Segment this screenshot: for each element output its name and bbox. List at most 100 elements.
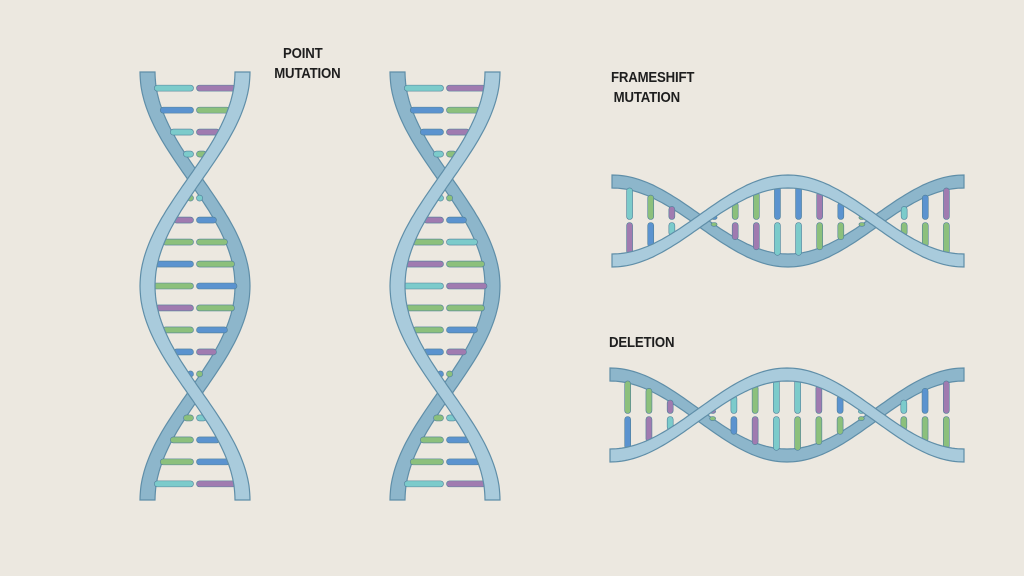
base-pair-right (196, 480, 236, 488)
base-pair-top (666, 399, 674, 414)
base-pair-right (196, 282, 238, 290)
base-pair-bottom (709, 416, 716, 421)
base-pair-right (446, 326, 478, 334)
base-pair-top (668, 206, 676, 220)
base-pair-right (446, 304, 485, 312)
base-pair-left (412, 238, 444, 246)
base-pair-top (645, 387, 653, 414)
base-pair-right (446, 458, 481, 466)
base-pair-top (943, 187, 950, 220)
base-pair-right (196, 238, 228, 246)
base-pair-top (647, 194, 655, 220)
base-pair-left (402, 282, 444, 290)
frameshift-mutation-label-line-1: FRAMESHIFT (611, 69, 695, 86)
base-pair-left (433, 414, 444, 422)
frameshift-mutation-label: FRAMESHIFT MUTATION (611, 68, 694, 108)
base-pair-left (405, 304, 444, 312)
base-pair-right (446, 238, 478, 246)
base-pair-left (420, 436, 444, 444)
base-pair-left (409, 106, 444, 114)
base-pair-right (196, 194, 203, 202)
base-pair-top (773, 379, 780, 414)
base-pair-bottom (795, 222, 802, 256)
base-pair-right (196, 348, 217, 356)
dna-helix-deletion (609, 367, 965, 463)
base-pair-right (196, 458, 231, 466)
base-pair-bottom (837, 222, 845, 241)
base-pair-top (816, 191, 823, 220)
base-pair-right (446, 480, 486, 488)
base-pair-right (196, 84, 236, 92)
base-pair-top (753, 191, 760, 220)
base-pair-bottom (942, 416, 950, 450)
backbone-strand-front (609, 367, 965, 463)
deletion-label-line-1: DELETION (609, 334, 675, 351)
base-pair-top (942, 380, 950, 414)
base-pair-left (405, 260, 444, 268)
base-pair-left (420, 128, 444, 136)
base-pair-bottom (773, 416, 780, 451)
base-pair-left (183, 414, 194, 422)
base-pair-bottom (921, 416, 929, 443)
backbone-strand-back (611, 174, 965, 268)
base-pair-left (404, 84, 444, 92)
base-pair-left (162, 326, 194, 334)
base-pair-left (154, 84, 194, 92)
backbone-strand-back (139, 71, 251, 501)
base-pair-bottom (836, 416, 844, 435)
base-pair-bottom (815, 416, 823, 445)
base-pair-top (900, 399, 908, 414)
base-pair-right (196, 106, 231, 114)
base-pair-top (815, 385, 823, 414)
base-pair-top (626, 187, 633, 220)
backbone-strand-front (139, 71, 251, 501)
base-pair-left (154, 480, 194, 488)
base-pair-right (196, 326, 228, 334)
base-pair-right (446, 282, 488, 290)
base-pair-left (152, 282, 194, 290)
base-pair-left (404, 480, 444, 488)
base-pair-bottom (753, 222, 760, 251)
base-pair-top (774, 186, 781, 220)
base-pair-left (433, 150, 444, 158)
point-mutation-label: POINT MUTATION (274, 44, 340, 84)
base-pair-right (196, 370, 203, 378)
dna-helix-point-mutation-original (139, 71, 251, 501)
base-pair-top (921, 194, 929, 220)
base-pair-bottom (816, 222, 823, 251)
base-pair-left (159, 458, 194, 466)
backbone-strand-back (389, 71, 501, 501)
base-pair-right (446, 84, 486, 92)
base-pair-left (170, 128, 194, 136)
base-pair-right (446, 194, 453, 202)
base-pair-top (624, 380, 631, 414)
base-pair-bottom (647, 222, 655, 248)
base-pair-right (446, 370, 453, 378)
base-pair-top (751, 385, 759, 414)
base-pair-left (409, 458, 444, 466)
base-pair-left (162, 238, 194, 246)
backbone-strand-front (389, 71, 501, 501)
backbone-strand-front (611, 174, 965, 268)
frameshift-mutation-label-line-2: MUTATION (613, 89, 680, 106)
base-pair-top (921, 387, 929, 414)
base-pair-left (183, 150, 194, 158)
base-pair-bottom (710, 222, 718, 227)
base-pair-bottom (858, 416, 865, 421)
base-pair-left (170, 436, 194, 444)
base-pair-left (412, 326, 444, 334)
base-pair-bottom (730, 416, 738, 435)
base-pair-bottom (921, 222, 929, 248)
base-pair-left (159, 106, 194, 114)
base-pair-bottom (751, 416, 759, 445)
base-pair-right (446, 348, 467, 356)
base-pair-right (196, 260, 235, 268)
base-pair-right (446, 216, 467, 224)
deletion-label: DELETION (609, 333, 675, 353)
base-pair-right (446, 260, 485, 268)
base-pair-right (446, 106, 481, 114)
base-pair-bottom (624, 416, 631, 450)
base-pair-left (155, 304, 194, 312)
base-pair-bottom (794, 416, 801, 451)
base-pair-right (196, 304, 235, 312)
